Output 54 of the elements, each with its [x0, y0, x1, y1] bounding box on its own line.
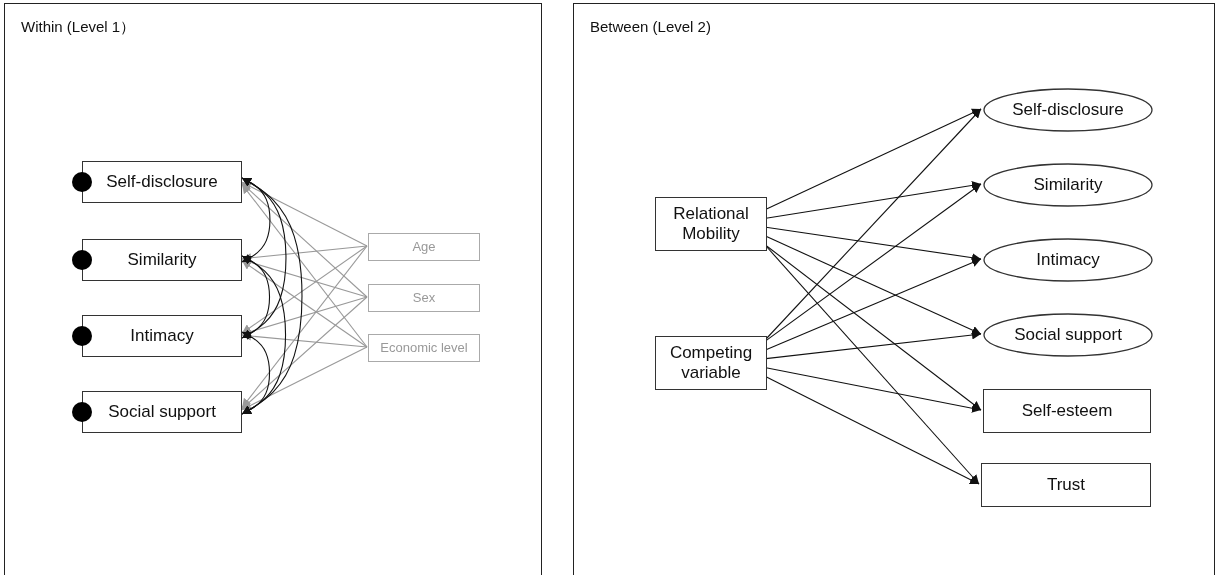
path-arrow	[241, 245, 368, 409]
variable-label: Economic level	[380, 340, 468, 356]
variable-label: Self-disclosure	[106, 171, 218, 193]
variable-box	[655, 197, 767, 251]
path-arrow	[765, 235, 982, 335]
path-arrow	[241, 181, 368, 247]
path-arrow	[241, 182, 368, 298]
path-arrow	[765, 183, 982, 342]
path-arrow	[241, 296, 368, 336]
variable-label: Relational Mobility	[672, 203, 750, 245]
variable-label: Age	[412, 239, 436, 255]
path-arrow	[765, 108, 982, 210]
path-arrow	[765, 258, 982, 351]
variable-label: Self-disclosure	[1012, 99, 1124, 121]
variable-box	[981, 463, 1151, 507]
variable-label: Similarity	[127, 249, 197, 271]
covariate-box	[368, 284, 480, 312]
variable-label: Social support	[1014, 324, 1122, 346]
variable-label: Sex	[412, 290, 436, 306]
latent-variable-ellipse	[983, 313, 1153, 357]
variable-label: Intimacy	[1036, 249, 1100, 271]
path-arrow	[765, 330, 982, 360]
variable-box	[655, 336, 767, 390]
variable-box	[983, 389, 1151, 433]
panel-frame	[573, 3, 1215, 575]
latent-variable-ellipse	[983, 238, 1153, 282]
path-arrow	[241, 296, 368, 410]
panel-frame	[4, 3, 542, 575]
covariance-arrow	[241, 177, 303, 415]
path-arrow	[241, 258, 368, 298]
variable-label: Self-esteem	[1021, 400, 1113, 422]
variable-label: Trust	[1046, 474, 1086, 496]
covariate-box	[368, 334, 480, 362]
variable-label: Competing variable	[668, 342, 754, 384]
path-arrow	[241, 245, 368, 334]
path-arrow	[241, 346, 368, 411]
path-arrow	[765, 180, 982, 219]
path-arrow	[765, 376, 980, 485]
path-arrow	[241, 183, 368, 348]
latent-variable-ellipse	[983, 163, 1153, 207]
covariance-arrow	[241, 177, 271, 263]
path-arrow	[765, 108, 982, 340]
variable-label: Social support	[108, 401, 216, 423]
covariance-arrow	[241, 331, 271, 415]
latent-variable-ellipse	[983, 88, 1153, 132]
path-arrow	[765, 244, 982, 411]
path-arrow	[241, 260, 368, 348]
covariate-box	[368, 233, 480, 261]
panel-title: Within (Level 1）	[21, 18, 136, 36]
path-arrow	[765, 245, 980, 485]
path-arrow	[765, 367, 982, 413]
panel-title: Between (Level 2)	[590, 18, 711, 36]
variable-label: Intimacy	[130, 325, 194, 347]
variable-label: Similarity	[1033, 174, 1103, 196]
